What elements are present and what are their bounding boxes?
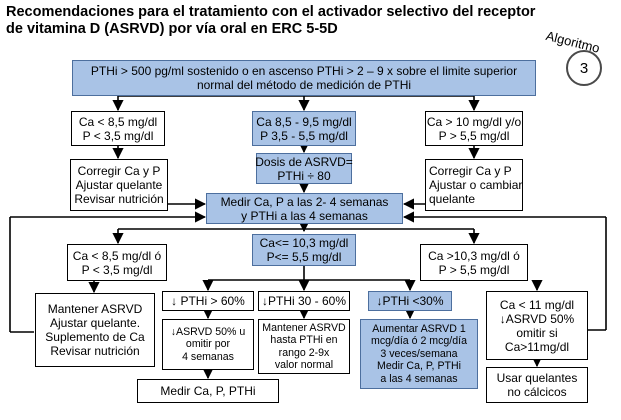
reduce-line-1: ↓ASRVD 50% u: [170, 325, 246, 338]
dose-line-2: PTHi ÷ 80: [277, 168, 331, 183]
high-p-text: P > 5,5 mg/dl: [438, 128, 510, 143]
increase-line-4: Medir Ca, P, PTHi: [377, 360, 461, 373]
measure-line-1: Medir Ca, P a las 2- 4 semanas: [220, 194, 389, 209]
binders-line-1: Usar quelantes: [496, 371, 578, 385]
high-ca-text: Ca > 10 mg/dl y/o: [426, 114, 522, 129]
row3-normal-p-text: P<= 5,5 mg/dl: [266, 250, 342, 264]
ca11-line-3: omitir si: [516, 325, 558, 340]
pth-criteria-box: PTHi > 500 pg/ml sostenido o en ascenso …: [72, 60, 536, 96]
row3-low-box: Ca < 8,5 mg/dl ó P < 3,5 mg/dl: [67, 244, 167, 281]
keep-line-2: hasta PTHi en: [270, 334, 338, 347]
row3-high-ca-text: Ca >10,3 mg/dl ó: [428, 248, 520, 263]
maintain-line-1: Mantener ASRVD: [47, 302, 143, 316]
low-ca-p-box: Ca < 8,5 mg/dl P < 3,5 mg/dl: [71, 111, 165, 146]
diagram-title: Recomendaciones para el tratamiento con …: [6, 4, 546, 38]
correct-high-line-2: Ajustar o cambiar: [429, 178, 523, 192]
low-p-text: P < 3,5 mg/dl: [82, 128, 154, 143]
maintain-line-2: Ajustar quelante.: [49, 316, 141, 330]
ca-under-11-box: Ca < 11 mg/dl ↓ASRVD 50% omitir si Ca>11…: [486, 291, 588, 360]
row3-normal-box: Ca<= 10,3 mg/dl P<= 5,5 mg/dl: [252, 234, 356, 266]
low-ca-text: Ca < 8,5 mg/dl: [78, 114, 158, 129]
maintain-line-3: Suplemento de Ca: [45, 330, 145, 344]
normal-p-text: P 3,5 - 5,5 mg/dl: [260, 128, 348, 143]
pth-under-30-box: ↓PTHi <30%: [368, 291, 452, 311]
row3-low-ca-text: Ca < 8,5 mg/dl ó: [72, 248, 162, 263]
reduce-asrvd-box: ↓ASRVD 50% u omitir por 4 semanas: [162, 319, 254, 370]
correct-low-line-1: Corregir Ca y P: [77, 164, 161, 178]
title-line-2: de vitamina D (ASRVD) por vía oral en ER…: [6, 21, 338, 37]
reduce-line-2: omitir por: [185, 338, 231, 351]
measure-line-2: y PTHi a las 4 semanas: [241, 208, 368, 223]
dose-box: Dosis de ASRVD= PTHi ÷ 80: [255, 153, 353, 184]
algorithm-number-badge: 3: [566, 50, 602, 86]
non-calcium-binders-box: Usar quelantes no cálcicos: [486, 367, 588, 403]
correct-low-box: Corregir Ca y P Ajustar quelante Revisar…: [70, 159, 168, 211]
ca11-line-1: Ca < 11 mg/dl: [499, 297, 575, 312]
normal-ca-text: Ca 8,5 - 9,5 mg/dl: [256, 114, 352, 129]
maintain-line-4: Revisar nutrición: [50, 344, 140, 358]
row3-low-p-text: P < 3,5 mg/dl: [81, 262, 153, 277]
reduce-line-3: 4 semanas: [182, 350, 234, 363]
measure-final-text: Medir Ca, P, PTHi: [160, 384, 256, 398]
dose-line-1: Dosis de ASRVD=: [255, 154, 353, 169]
pth-30-60-box: ↓PTHi 30 - 60%: [258, 291, 350, 311]
increase-asrvd-box: Aumentar ASRVD 1 mcg/día ó 2 mcg/día 3 v…: [360, 319, 478, 389]
keep-asrvd-box: Mantener ASRVD hasta PTHi en rango 2-9x …: [258, 319, 350, 374]
title-line-1: Recomendaciones para el tratamiento con …: [6, 4, 536, 20]
measure-ca-p-pth-box: Medir Ca, P a las 2- 4 semanas y PTHi a …: [206, 193, 403, 224]
increase-line-2: mcg/día ó 2 mcg/día: [371, 335, 467, 348]
high-ca-p-box: Ca > 10 mg/dl y/o P > 5,5 mg/dl: [425, 111, 523, 146]
row3-normal-ca-text: Ca<= 10,3 mg/dl: [259, 236, 349, 250]
keep-line-3: rango 2-9x: [278, 346, 330, 359]
keep-line-1: Mantener ASRVD: [262, 321, 346, 334]
ca11-line-4: Ca>11mg/dl: [504, 339, 570, 354]
pth-under-30-text: ↓PTHi <30%: [376, 294, 444, 308]
correct-high-box: Corregir Ca y P Ajustar o cambiar quelan…: [425, 159, 523, 211]
increase-line-3: 3 veces/semana: [380, 347, 458, 360]
pth-30-60-text: ↓PTHi 30 - 60%: [261, 294, 347, 308]
measure-final-box: Medir Ca, P, PTHi: [137, 379, 279, 403]
normal-ca-p-box: Ca 8,5 - 9,5 mg/dl P 3,5 - 5,5 mg/dl: [252, 111, 356, 146]
pth-over-60-box: ↓ PTHi > 60%: [162, 291, 254, 311]
correct-high-line-3: quelante: [429, 192, 476, 206]
correct-high-line-1: Corregir Ca y P: [429, 164, 512, 178]
increase-line-5: a las 4 semanas: [380, 372, 458, 385]
row3-high-box: Ca >10,3 mg/dl ó P > 5,5 mg/dl: [420, 244, 528, 281]
increase-line-1: Aumentar ASRVD 1: [372, 322, 466, 335]
keep-line-4: valor normal: [274, 358, 334, 371]
pth-criteria-line-2: normal del método de medición de PTHi: [196, 78, 412, 92]
ca11-line-2: ↓ASRVD 50%: [499, 311, 575, 326]
row3-high-p-text: P > 5,5 mg/dl: [438, 262, 510, 277]
pth-over-60-text: ↓ PTHi > 60%: [171, 294, 245, 308]
maintain-asrvd-box: Mantener ASRVD Ajustar quelante. Supleme…: [35, 293, 155, 367]
pth-criteria-line-1: PTHi > 500 pg/ml sostenido o en ascenso …: [90, 64, 518, 78]
correct-low-line-2: Ajustar quelante: [75, 178, 163, 192]
correct-low-line-3: Revisar nutrición: [74, 192, 164, 206]
binders-line-2: no cálcicos: [507, 385, 567, 399]
